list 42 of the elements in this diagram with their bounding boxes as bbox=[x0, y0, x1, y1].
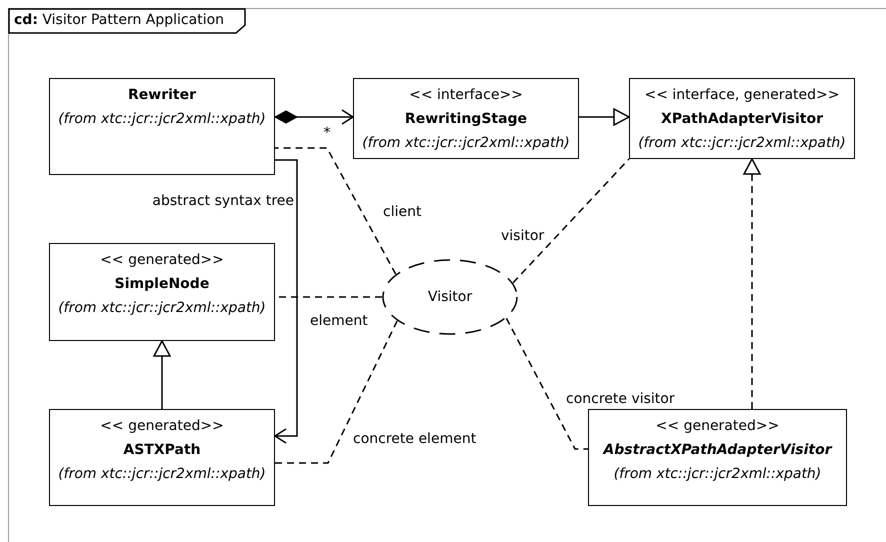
composition-arrow bbox=[274, 109, 354, 125]
collaboration-name: Visitor bbox=[428, 288, 472, 307]
package-label: (from xtc::jcr::jcr2xml::xpath) bbox=[362, 134, 570, 153]
dependency-line bbox=[275, 320, 398, 464]
dependency-line bbox=[506, 318, 588, 450]
generalization-arrow bbox=[153, 340, 171, 409]
edge-label: abstract syntax tree bbox=[152, 192, 294, 210]
package-label: (from xtc::jcr::jcr2xml::xpath) bbox=[638, 134, 846, 153]
edge-label: element bbox=[310, 312, 368, 330]
frame-title: cd: Visitor Pattern Application bbox=[8, 8, 246, 34]
class-box bbox=[49, 409, 275, 506]
package-label: (from xtc::jcr::jcr2xml::xpath) bbox=[614, 465, 822, 484]
edge-label: concrete visitor bbox=[566, 390, 675, 408]
class-box bbox=[588, 409, 847, 506]
dependency-line bbox=[512, 158, 630, 284]
class-name: ASTXPath bbox=[123, 441, 201, 460]
edge-label: visitor bbox=[501, 227, 544, 245]
multiplicity-label: * bbox=[324, 124, 330, 142]
dependency-line bbox=[275, 147, 396, 274]
stereotype-label: << interface, generated>> bbox=[644, 86, 840, 105]
package-label: (from xtc::jcr::jcr2xml::xpath) bbox=[58, 110, 266, 129]
realization-arrow bbox=[743, 158, 761, 409]
class-box bbox=[353, 78, 579, 159]
class-box bbox=[49, 243, 275, 341]
edge-label: concrete element bbox=[353, 430, 476, 448]
package-label: (from xtc::jcr::jcr2xml::xpath) bbox=[58, 465, 266, 484]
class-name: XPathAdapterVisitor bbox=[661, 110, 823, 129]
association-arrow bbox=[274, 159, 298, 444]
class-box bbox=[49, 78, 275, 175]
stereotype-label: << generated>> bbox=[100, 251, 224, 270]
generalization-arrow bbox=[579, 108, 630, 126]
class-name: SimpleNode bbox=[114, 275, 210, 294]
stereotype-label: << generated>> bbox=[656, 417, 780, 436]
package-label: (from xtc::jcr::jcr2xml::xpath) bbox=[58, 299, 266, 318]
class-box bbox=[629, 78, 855, 159]
class-name: AbstractXPathAdapterVisitor bbox=[603, 441, 832, 460]
stereotype-label: << generated>> bbox=[100, 417, 224, 436]
stereotype-label: << interface>> bbox=[409, 86, 523, 105]
class-name: RewritingStage bbox=[404, 110, 528, 129]
class-name: Rewriter bbox=[128, 86, 196, 105]
collaboration-ellipse bbox=[382, 259, 518, 335]
edge-label: client bbox=[383, 203, 422, 221]
